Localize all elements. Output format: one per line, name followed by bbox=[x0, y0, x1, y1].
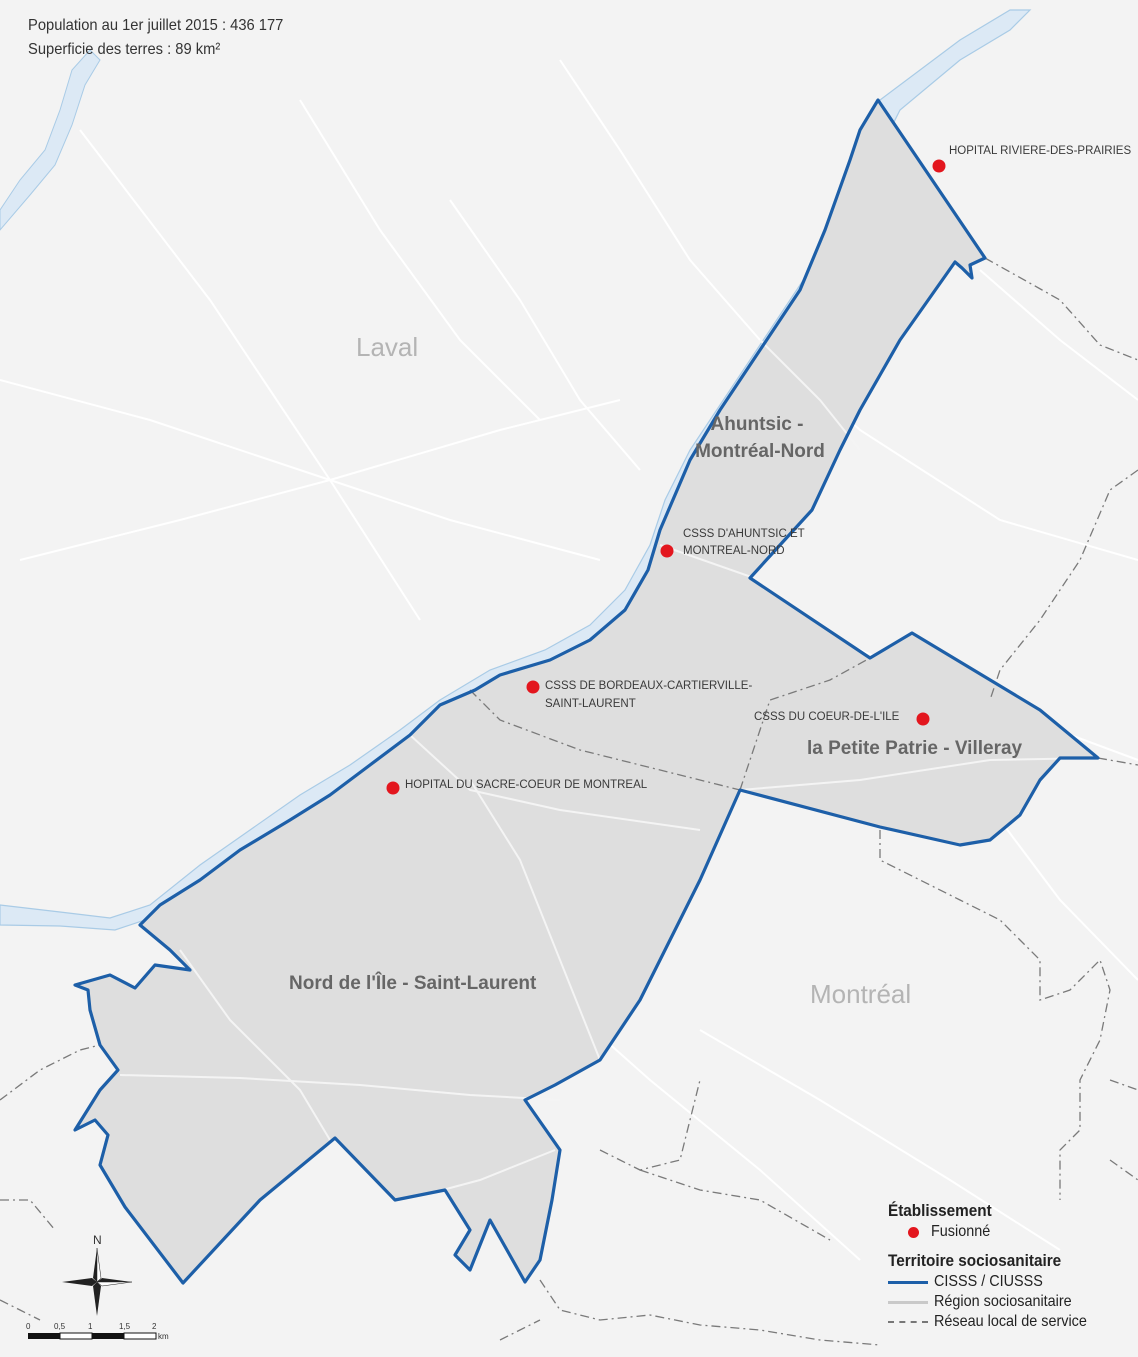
legend-item-label: Région sociosanitaire bbox=[934, 1293, 1072, 1310]
establishment-csss-ahuntsic[interactable]: CSSS D'AHUNTSIC ET MONTREAL-NORD bbox=[660, 528, 805, 558]
legend-item-fusionne: Fusionné bbox=[888, 1222, 1104, 1242]
territory-cisss-border bbox=[73, 98, 1100, 1285]
scale-tick-0-5: 0,5 bbox=[54, 1322, 66, 1331]
establishment-label-line1: CSSS D'AHUNTSIC ET bbox=[683, 528, 805, 540]
rls-boundaries bbox=[0, 257, 1138, 1346]
establishment-label-line2: MONTREAL-NORD bbox=[683, 545, 785, 557]
legend-etablissement-title: Établissement bbox=[888, 1201, 992, 1220]
legend-territoire-title: Territoire sociosanitaire bbox=[888, 1251, 1062, 1270]
compass-rose-icon: N bbox=[62, 1233, 133, 1316]
territory-cisss-fill[interactable] bbox=[75, 100, 1098, 1283]
establishment-marker[interactable] bbox=[932, 159, 946, 173]
dashed-line-icon bbox=[888, 1321, 928, 1323]
legend-item-cisss: CISSS / CIUSSS bbox=[888, 1272, 1104, 1292]
rls-label-ahuntsic-line2: Montréal-Nord bbox=[695, 441, 825, 462]
scale-bar: 0 0,5 1 1,5 2 km bbox=[26, 1322, 169, 1341]
rls-label-petite-patrie: la Petite Patrie - Villeray bbox=[807, 738, 1023, 759]
scale-unit: km bbox=[158, 1332, 169, 1341]
establishment-marker[interactable] bbox=[660, 544, 674, 558]
red-dot-icon bbox=[908, 1226, 919, 1238]
legend-item-label: Fusionné bbox=[931, 1223, 991, 1240]
establishment-label-line1: CSSS DE BORDEAUX-CARTIERVILLE- bbox=[545, 680, 752, 692]
establishment-csss-bordeaux[interactable]: CSSS DE BORDEAUX-CARTIERVILLE- SAINT-LAU… bbox=[526, 680, 753, 710]
establishment-marker[interactable] bbox=[916, 712, 930, 726]
region-label-laval: Laval bbox=[356, 332, 418, 362]
establishment-riviere-des-prairies[interactable]: HOPITAL RIVIERE-DES-PRAIRIES bbox=[932, 145, 1132, 173]
compass-north-label: N bbox=[93, 1233, 102, 1247]
establishment-csss-coeur-ile[interactable]: CSSS DU COEUR-DE-L'ILE bbox=[754, 711, 930, 726]
map-info: Population au 1er juillet 2015 : 436 177… bbox=[28, 14, 283, 62]
establishment-label-line2: SAINT-LAURENT bbox=[545, 698, 636, 710]
scale-tick-1: 1 bbox=[88, 1322, 93, 1331]
rls-label-nord-ile: Nord de l'Île - Saint-Laurent bbox=[289, 972, 537, 994]
region-label-montreal: Montréal bbox=[810, 979, 911, 1009]
establishment-label: HOPITAL RIVIERE-DES-PRAIRIES bbox=[949, 145, 1131, 157]
legend-item-label: CISSS / CIUSSS bbox=[934, 1273, 1043, 1290]
establishment-label: HOPITAL DU SACRE-COEUR DE MONTREAL bbox=[405, 779, 648, 791]
area-text: Superficie des terres : 89 km² bbox=[28, 41, 221, 58]
river-northwest-channel bbox=[0, 49, 101, 231]
gray-line-icon bbox=[888, 1300, 928, 1304]
rls-label-ahuntsic-line1: Ahuntsic - bbox=[711, 414, 804, 435]
blue-line-icon bbox=[888, 1280, 928, 1284]
legend-item-rls: Réseau local de service bbox=[888, 1312, 1104, 1332]
establishment-marker[interactable] bbox=[526, 680, 540, 694]
map-legend: Établissement Fusionné Territoire socios… bbox=[888, 1200, 1104, 1332]
scale-tick-2: 2 bbox=[152, 1322, 157, 1331]
establishment-sacre-coeur[interactable]: HOPITAL DU SACRE-COEUR DE MONTREAL bbox=[386, 779, 648, 795]
legend-item-region: Région sociosanitaire bbox=[888, 1292, 1104, 1312]
scale-tick-1-5: 1,5 bbox=[119, 1322, 131, 1331]
scale-tick-0: 0 bbox=[26, 1322, 31, 1331]
establishment-marker[interactable] bbox=[386, 781, 400, 795]
population-text: Population au 1er juillet 2015 : 436 177 bbox=[28, 17, 284, 34]
establishment-label: CSSS DU COEUR-DE-L'ILE bbox=[754, 711, 900, 723]
legend-item-label: Réseau local de service bbox=[934, 1313, 1087, 1330]
